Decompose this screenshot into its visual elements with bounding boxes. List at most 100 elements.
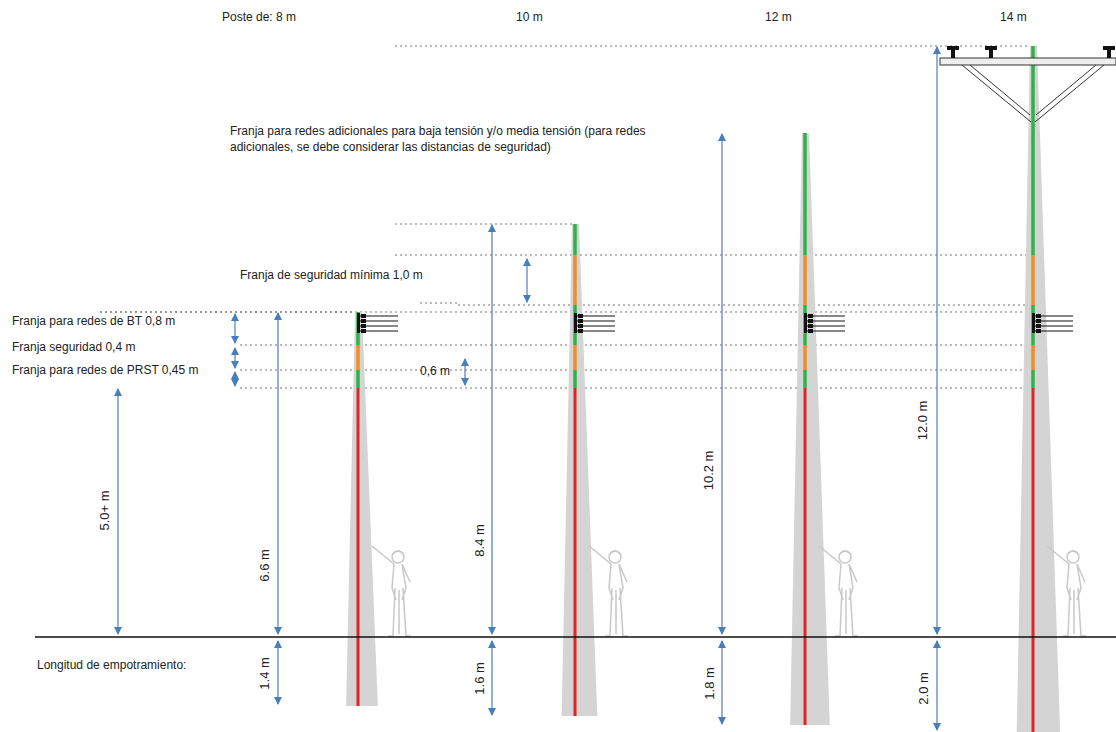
- pole: [356, 345, 360, 370]
- pole: [1032, 388, 1035, 732]
- pole: [803, 255, 807, 305]
- pole: [356, 312, 360, 345]
- guide-line: [395, 224, 575, 225]
- cable: [361, 329, 366, 333]
- guide-line: [100, 46, 1030, 388]
- worker-figure: [589, 546, 628, 636]
- cable: [361, 314, 366, 318]
- pole: [1017, 46, 1060, 732]
- dimension-label: 1.4 m: [256, 654, 275, 693]
- band-label: Franja seguridad 0,4 m: [12, 340, 135, 356]
- worker-figure: [819, 546, 858, 636]
- dimension-label: 6.6 m: [256, 546, 275, 585]
- pole-height: Poste de: 8 m: [222, 10, 296, 26]
- crossarm: [947, 46, 1115, 58]
- guide-line: [458, 305, 1030, 306]
- worker-figure: [372, 546, 411, 636]
- worker-figure: [372, 546, 411, 636]
- dimension-arrow: [936, 641, 937, 730]
- pole: [357, 388, 360, 706]
- ground-line: [35, 636, 1116, 638]
- pole: [574, 388, 577, 716]
- crossarm: [940, 46, 1116, 122]
- dimension-label: 8.4 m: [471, 521, 490, 560]
- pole: [790, 133, 830, 725]
- dimension-label: 1.8 m: [701, 664, 720, 703]
- dimension-arrow: [464, 359, 465, 385]
- dimension-arrow: [526, 259, 527, 302]
- pole: [1031, 46, 1035, 255]
- pole: [573, 255, 577, 305]
- band-note: Franja para redes adicionales para baja …: [230, 124, 660, 155]
- pole: [803, 345, 807, 370]
- cable: [808, 324, 813, 328]
- pole-height: 10 m: [516, 10, 543, 26]
- worker-figure: [819, 546, 858, 636]
- cable: [574, 313, 577, 333]
- band-label: Franja para redes de PRST 0,45 m: [12, 363, 199, 379]
- cable: [357, 313, 360, 333]
- pole: [804, 388, 807, 725]
- pole: [1031, 370, 1035, 388]
- row-title: Longitud de empotramiento:: [37, 658, 186, 674]
- guide-line: [395, 255, 1030, 256]
- pole: [573, 370, 577, 388]
- cable: [1036, 314, 1041, 318]
- dimension-arrow: [491, 641, 492, 715]
- pole: [803, 305, 807, 345]
- pole: [562, 224, 598, 716]
- pole: [1031, 345, 1035, 370]
- cable: [578, 314, 583, 318]
- band-label: Franja para redes de BT 0,8 m: [12, 314, 175, 330]
- crossarm: [940, 58, 1116, 65]
- cable: [808, 319, 813, 323]
- dimension-label: 12.0 m: [915, 397, 934, 443]
- cable: [361, 324, 366, 328]
- dimension-label: 2.0 m: [915, 669, 934, 708]
- cable: [1036, 324, 1041, 328]
- dimension-arrow: [721, 134, 722, 634]
- cable: [1036, 319, 1041, 323]
- pole: [803, 133, 807, 255]
- pole-height: 14 m: [1000, 10, 1027, 26]
- pole-height: 12 m: [765, 10, 792, 26]
- dimension-label: 1.6 m: [471, 659, 490, 698]
- dimension-arrow: [234, 372, 235, 386]
- dimension-arrow: [234, 348, 235, 368]
- pole: [573, 224, 577, 255]
- cable: [357, 313, 1073, 333]
- worker-figure: [1047, 546, 1086, 636]
- pole: [1031, 305, 1035, 345]
- dimension-label: 5.0+ m: [96, 487, 115, 533]
- dimension-arrow: [277, 641, 278, 704]
- pole: [573, 305, 577, 345]
- pole: [1031, 255, 1035, 305]
- dimension-arrow: [420, 303, 460, 304]
- cable: [578, 319, 583, 323]
- dimension-arrow: [936, 47, 937, 634]
- cable: [1032, 313, 1035, 333]
- worker-figure: [589, 546, 628, 636]
- cable: [361, 319, 366, 323]
- cable: [1036, 329, 1041, 333]
- cable: [808, 314, 813, 318]
- dimension-label: 0,6 m: [420, 364, 450, 380]
- cable: [578, 324, 583, 328]
- worker-figure: [1047, 546, 1086, 636]
- dimension-arrow: [234, 314, 235, 343]
- pole: [346, 312, 378, 706]
- cable: [808, 329, 813, 333]
- dimension-arrow: [117, 389, 118, 634]
- pole: [356, 370, 360, 388]
- crossarm: [962, 65, 1104, 122]
- pole: [803, 370, 807, 388]
- dimension-arrow: [118, 47, 937, 730]
- band-label: Franja de seguridad mínima 1,0 m: [240, 268, 423, 284]
- dimension-label: 10.2 m: [701, 447, 720, 493]
- cable: [578, 329, 583, 333]
- guide-line: [395, 46, 1030, 47]
- dimension-arrow: [721, 641, 722, 724]
- dimension-arrow: [491, 225, 492, 634]
- guide-line: [100, 312, 1030, 313]
- cable: [804, 313, 807, 333]
